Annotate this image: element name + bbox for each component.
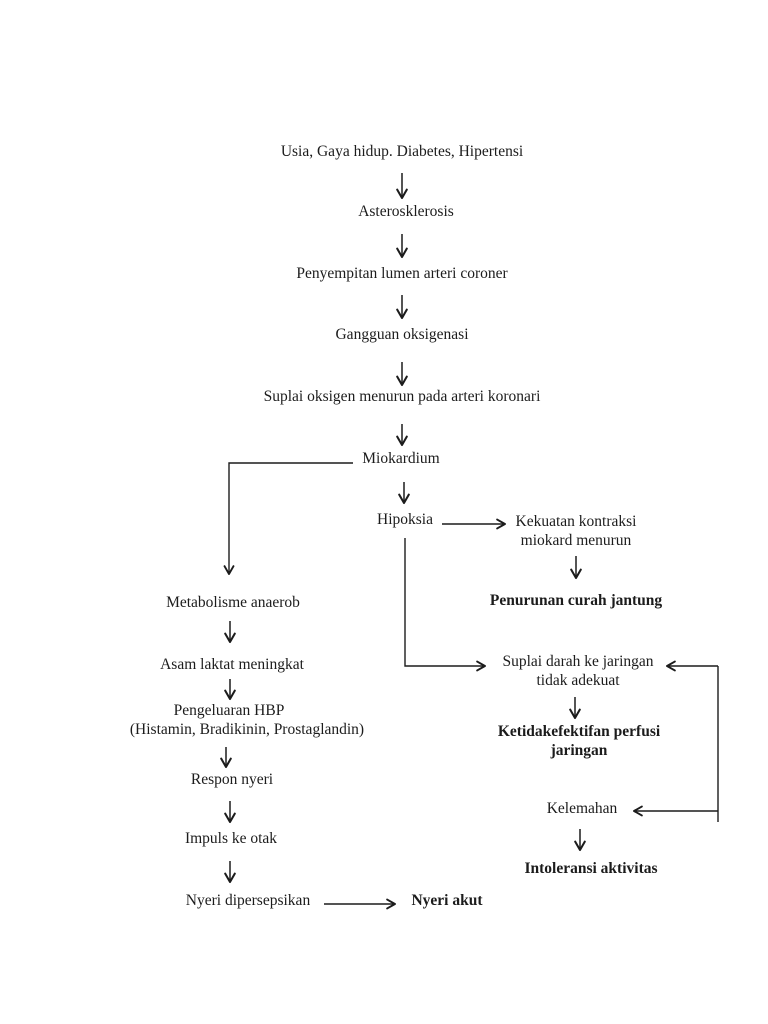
node-hipoksia: Hipoksia	[377, 511, 433, 528]
node-pengeluaran-hbp-line2: (Histamin, Bradikinin, Prostaglandin)	[129, 721, 365, 738]
node-respon-nyeri: Respon nyeri	[190, 771, 274, 788]
node-suplai-oksigen-menurun: Suplai oksigen menurun pada arteri koron…	[263, 388, 541, 405]
node-penurunan-curah-jantung: Penurunan curah jantung	[489, 592, 663, 609]
connector-miokardium-metabolisme	[223, 462, 353, 575]
node-suplai-darah-line1: Suplai darah ke jaringan	[502, 653, 654, 670]
node-nyeri-akut: Nyeri akut	[411, 892, 483, 909]
node-ketidakefektifan-line2: jaringan	[550, 742, 608, 759]
node-pengeluaran-hbp: Pengeluaran HBP (Histamin, Bradikinin, P…	[130, 701, 364, 739]
node-asam-laktat: Asam laktat meningkat	[160, 656, 304, 673]
node-miokardium: Miokardium	[362, 450, 440, 467]
node-metabolisme-anaerob: Metabolisme anaerob	[166, 594, 300, 611]
node-pengeluaran-hbp-line1: Pengeluaran HBP	[173, 702, 285, 719]
connector-hipoksia-suplai-darah	[404, 538, 486, 672]
node-kekuatan-kontraksi: Kekuatan kontraksi miokard menurun	[516, 512, 637, 550]
node-kelemahan: Kelemahan	[546, 800, 618, 817]
node-suplai-darah-line2: tidak adekuat	[536, 672, 620, 689]
node-ketidakefektifan-perfusi: Ketidakefektifan perfusi jaringan	[498, 722, 660, 760]
node-kekuatan-kontraksi-line1: Kekuatan kontraksi	[515, 513, 637, 530]
node-ketidakefektifan-line1: Ketidakefektifan perfusi	[497, 723, 661, 740]
node-suplai-darah-jaringan: Suplai darah ke jaringan tidak adekuat	[502, 652, 653, 690]
node-kekuatan-kontraksi-line2: miokard menurun	[520, 532, 632, 549]
node-asterosklerosis: Asterosklerosis	[358, 203, 454, 220]
node-impuls-ke-otak: Impuls ke otak	[184, 830, 278, 847]
node-penyempitan-lumen: Penyempitan lumen arteri coroner	[296, 265, 508, 282]
node-usia-gaya-hidup: Usia, Gaya hidup. Diabetes, Hipertensi	[280, 143, 524, 160]
node-gangguan-oksigenasi: Gangguan oksigenasi	[335, 326, 469, 343]
node-intoleransi-aktivitas: Intoleransi aktivitas	[524, 860, 658, 877]
node-nyeri-dipersepsikan: Nyeri dipersepsikan	[185, 892, 311, 909]
